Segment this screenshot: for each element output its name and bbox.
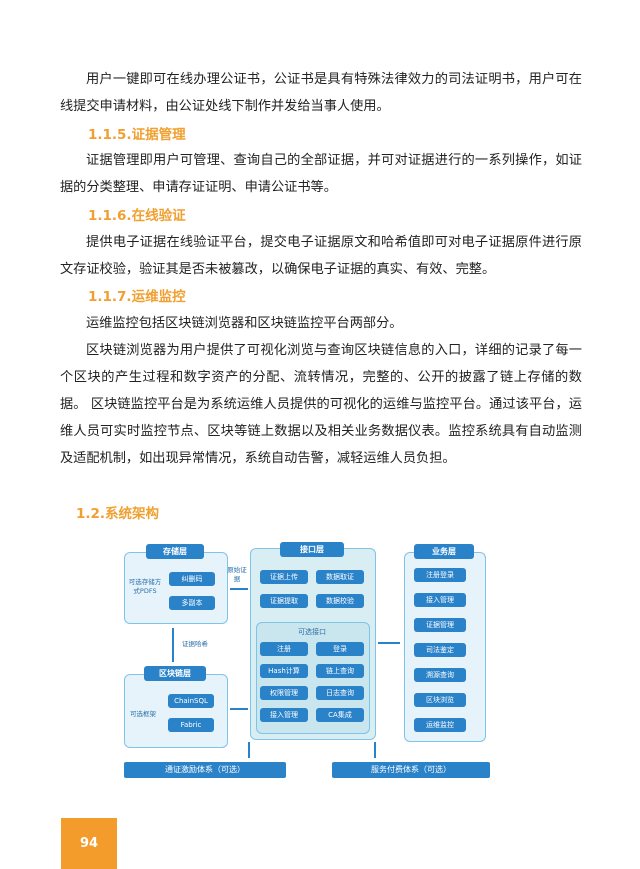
biz-item-ops: 运维监控	[414, 718, 466, 732]
paragraph-ops-detail: 区块链浏览器为用户提供了可视化浏览与查询区块链信息的入口，详细的记录了每一个区块…	[60, 343, 582, 466]
storage-layer-title: 存储层	[146, 544, 204, 559]
opt-api-access: 接入管理	[260, 708, 308, 722]
arrow-api-payment	[374, 742, 376, 758]
chain-layer-box	[124, 674, 228, 748]
biz-item-evidence: 证据管理	[414, 618, 466, 632]
biz-item-browse: 区块浏览	[414, 693, 466, 707]
arrow-api-incentive	[248, 742, 250, 758]
storage-item-replica: 多副本	[169, 596, 215, 610]
opt-api-log-query: 日志查询	[316, 686, 364, 700]
api-item-verify: 数据校验	[316, 594, 364, 608]
api-item-upload: 证据上传	[260, 570, 308, 584]
opt-api-hash: Hash计算	[260, 664, 308, 678]
arrow-chain-api	[230, 708, 248, 710]
heading-1-2: 1.2.系统架构	[76, 506, 160, 522]
biz-item-forensic: 司法鉴定	[414, 643, 466, 657]
opt-api-permission: 权限管理	[260, 686, 308, 700]
cert-hash-label: 证据哈希	[182, 640, 208, 648]
paragraph-notary: 用户一键即可在线办理公证书，公证书是具有特殊法律效力的司法证明书，用户可在线提交…	[60, 72, 582, 114]
orig-cert-label: 原始证据	[227, 566, 247, 583]
chain-item-chainsql: ChainSQL	[168, 694, 214, 708]
heading-1-1-7: 1.1.7.运维监控	[88, 289, 186, 305]
arrow-api-biz	[378, 642, 400, 644]
chain-item-fabric: Fabric	[168, 718, 214, 732]
storage-side-label: 可选存储方式PDFS	[128, 578, 162, 595]
page-number: 94	[61, 818, 117, 869]
api-item-collect: 数据取证	[316, 570, 364, 584]
api-item-extract: 证据提取	[260, 594, 308, 608]
biz-layer-title: 业务层	[414, 544, 474, 559]
optional-api-title: 可选接口	[298, 628, 326, 636]
chain-layer-title: 区块链层	[144, 666, 206, 681]
biz-item-register: 注册登录	[414, 568, 466, 582]
opt-api-register: 注册	[260, 642, 308, 656]
architecture-diagram: 存储层 可选存储方式PDFS 纠删码 多副本 原始证据 证据哈希 区块链层 可选…	[122, 542, 492, 782]
biz-item-access: 接入管理	[414, 593, 466, 607]
chain-side-label: 可选框架	[130, 710, 156, 718]
paragraph-online-verify: 提供电子证据在线验证平台，提交电子证据原文和哈希值即可对电子证据原件进行原文存证…	[60, 235, 582, 277]
arrow-storage-chain	[172, 628, 174, 662]
arrow-storage-api	[230, 588, 248, 590]
paragraph-evidence-mgmt: 证据管理即用户可管理、查询自己的全部证据，并可对证据进行的一系列操作，如证据的分…	[60, 153, 582, 195]
opt-api-login: 登录	[316, 642, 364, 656]
heading-1-1-5: 1.1.5.证据管理	[88, 127, 186, 143]
incentive-bar: 通证激励体系（可选）	[124, 762, 286, 778]
paragraph-ops-intro: 运维监控包括区块链浏览器和区块链监控平台两部分。	[86, 316, 403, 331]
payment-bar: 服务付费体系（可选）	[332, 762, 490, 778]
storage-item-erasure: 纠删码	[169, 572, 215, 586]
biz-item-trace: 溯源查询	[414, 668, 466, 682]
opt-api-ca: CA集成	[316, 708, 364, 722]
api-layer-title: 接口层	[280, 542, 344, 557]
heading-1-1-6: 1.1.6.在线验证	[88, 208, 186, 224]
opt-api-chain-query: 链上查询	[316, 664, 364, 678]
